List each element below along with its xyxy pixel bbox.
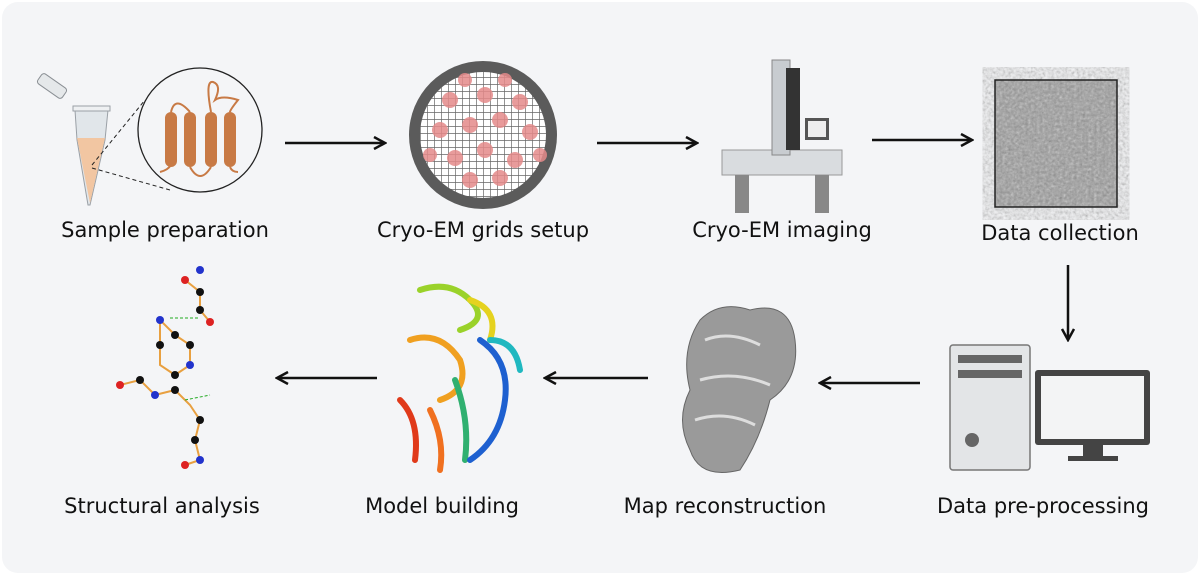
protein-zoom-icon bbox=[91, 67, 263, 193]
electron-microscope-icon bbox=[721, 59, 843, 213]
protein-model-icon bbox=[397, 283, 523, 473]
label-structural-analysis: Structural analysis bbox=[64, 494, 260, 518]
micrograph-image-icon bbox=[994, 79, 1118, 208]
label-cryo-em-imaging: Cryo-EM imaging bbox=[692, 218, 872, 242]
label-data-pre-processing: Data pre-processing bbox=[937, 494, 1149, 518]
sample-tube-icon bbox=[36, 73, 111, 206]
computer-icon bbox=[949, 344, 1150, 471]
label-cryo-em-grids-setup: Cryo-EM grids setup bbox=[377, 218, 589, 242]
cryo-em-grid-icon bbox=[409, 61, 557, 209]
label-data-collection: Data collection bbox=[981, 221, 1139, 245]
label-map-reconstruction: Map reconstruction bbox=[624, 494, 827, 518]
label-model-building: Model building bbox=[365, 494, 519, 518]
ligand-interaction-icon bbox=[116, 266, 214, 469]
density-map-icon bbox=[682, 306, 797, 473]
label-sample-preparation: Sample preparation bbox=[61, 218, 269, 242]
